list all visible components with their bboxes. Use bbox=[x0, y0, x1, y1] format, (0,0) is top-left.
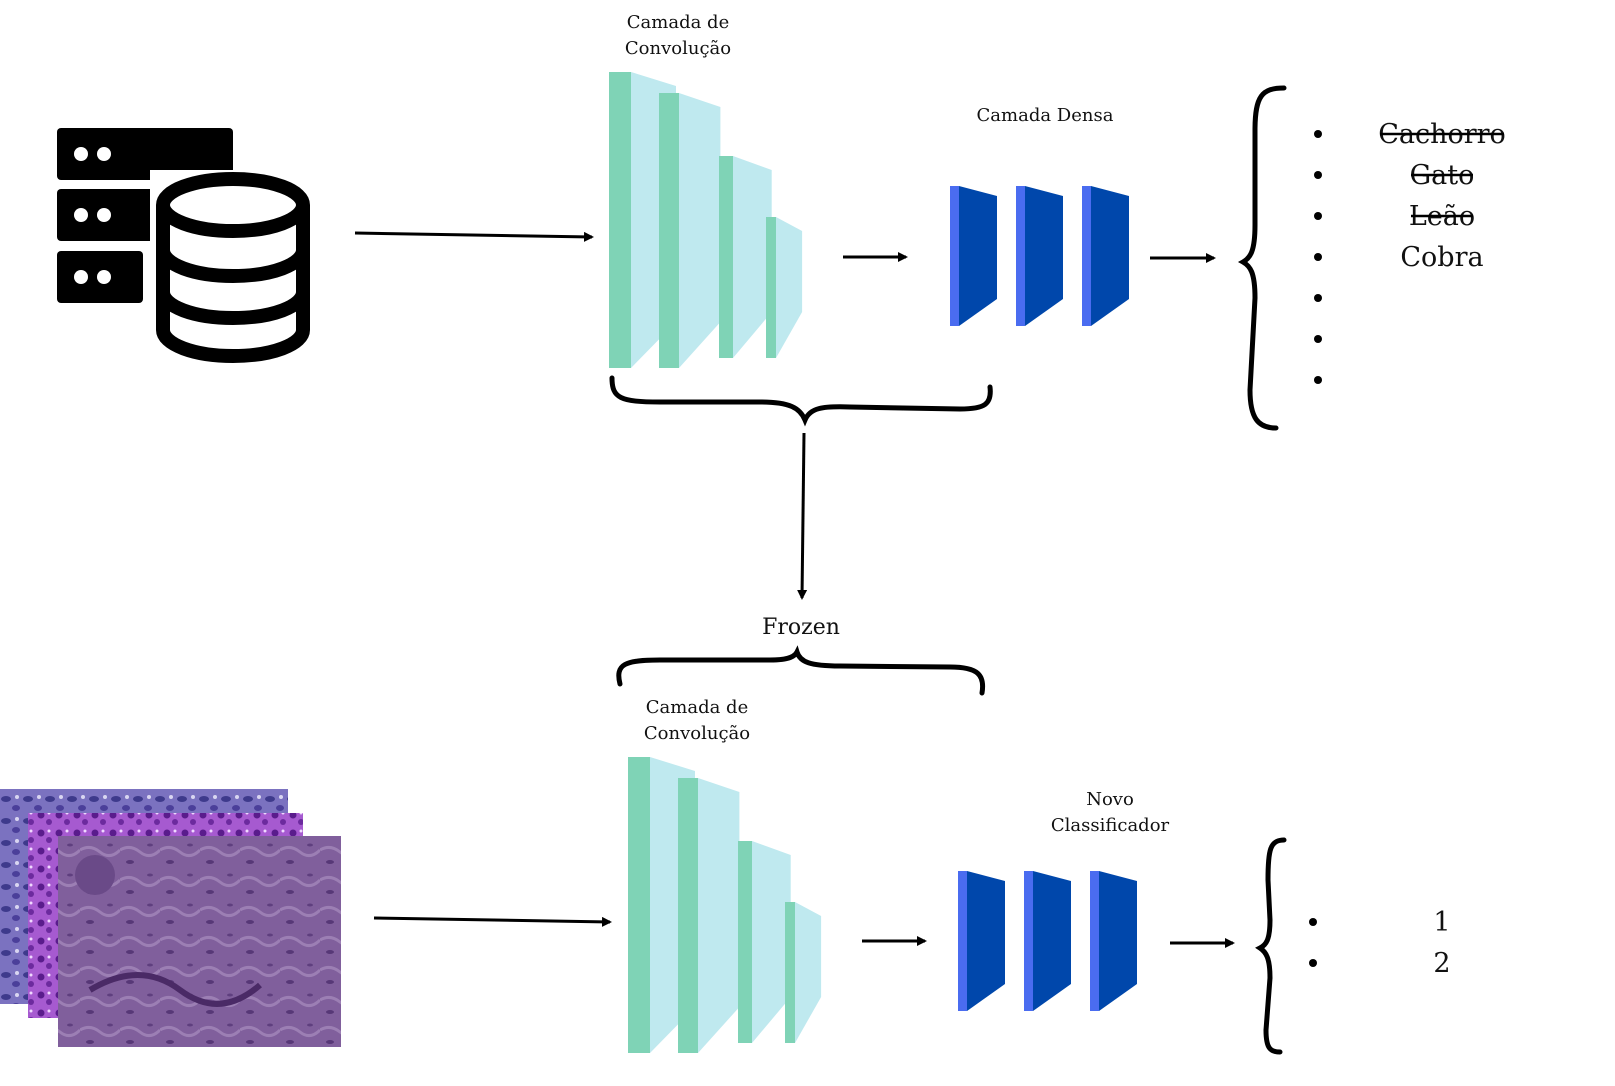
dense-unit-side bbox=[1090, 871, 1099, 1011]
conv-layer-3 bbox=[719, 156, 733, 358]
conv-layers-bottom bbox=[628, 757, 822, 1053]
arrow-dataset-to-conv bbox=[354, 231, 594, 242]
dense-unit-1 bbox=[959, 186, 997, 326]
conv-layer-depth bbox=[795, 902, 822, 1043]
conv-layer-depth bbox=[752, 841, 791, 1043]
bullet bbox=[1314, 171, 1322, 179]
dense-unit-1 bbox=[967, 871, 1005, 1011]
bullet bbox=[1309, 959, 1317, 967]
dense-label: Camada Densa bbox=[977, 105, 1114, 126]
class-label-2: 2 bbox=[1433, 948, 1450, 979]
conv-layer-depth bbox=[776, 217, 803, 358]
classifier-label-line1: Novo bbox=[1086, 789, 1134, 810]
conv-layer-2 bbox=[678, 778, 698, 1053]
conv-layers-top bbox=[609, 72, 803, 368]
dense-unit-side bbox=[950, 186, 959, 326]
server-database-icon bbox=[57, 128, 318, 374]
bullet bbox=[1309, 918, 1317, 926]
dense-unit-3 bbox=[1099, 871, 1137, 1011]
frozen-label: Frozen bbox=[762, 615, 840, 640]
dense-unit-2 bbox=[1025, 186, 1063, 326]
conv-layer-3 bbox=[738, 841, 752, 1043]
dense-layers-top bbox=[950, 186, 1129, 326]
dense-layers-bottom bbox=[958, 871, 1137, 1011]
conv-layer-depth bbox=[733, 156, 772, 358]
bullet bbox=[1314, 253, 1322, 261]
class-label-1: 1 bbox=[1433, 907, 1450, 938]
bullet bbox=[1314, 212, 1322, 220]
dense-unit-side bbox=[1016, 186, 1025, 326]
conv-layer-depth bbox=[679, 93, 721, 368]
bullet bbox=[1314, 130, 1322, 138]
arrow-frozen-down bbox=[797, 432, 808, 600]
dense-unit-side bbox=[1024, 871, 1033, 1011]
class-list-bottom: 12 bbox=[1309, 907, 1451, 979]
arrow-images-to-conv bbox=[373, 916, 612, 927]
conv-label-top-line1: Camada de bbox=[627, 12, 729, 33]
conv-label-bottom-line2: Convolução bbox=[644, 723, 750, 744]
bullet bbox=[1314, 335, 1322, 343]
conv-layer-1 bbox=[628, 757, 650, 1053]
classes-brace-bottom bbox=[1255, 837, 1287, 1055]
bullet bbox=[1314, 294, 1322, 302]
histology-image-stack bbox=[0, 789, 341, 1047]
conv-layer-depth bbox=[698, 778, 740, 1053]
frozen-brace-bottom bbox=[616, 645, 986, 696]
dense-unit-side bbox=[958, 871, 967, 1011]
dense-unit-side bbox=[1082, 186, 1091, 326]
conv-layer-4 bbox=[766, 217, 776, 358]
conv-layer-1 bbox=[609, 72, 631, 368]
bullet bbox=[1314, 376, 1322, 384]
conv-layer-4 bbox=[785, 902, 795, 1043]
conv-label-top-line2: Convolução bbox=[625, 38, 731, 59]
dense-unit-3 bbox=[1091, 186, 1129, 326]
classes-brace-top bbox=[1237, 85, 1287, 431]
conv-label-bottom-line1: Camada de bbox=[646, 697, 748, 718]
conv-layer-2 bbox=[659, 93, 679, 368]
frozen-brace-top bbox=[609, 375, 993, 427]
dense-unit-2 bbox=[1033, 871, 1071, 1011]
classifier-label-line2: Classificador bbox=[1051, 815, 1170, 836]
class-label-3: Cobra bbox=[1400, 242, 1483, 273]
